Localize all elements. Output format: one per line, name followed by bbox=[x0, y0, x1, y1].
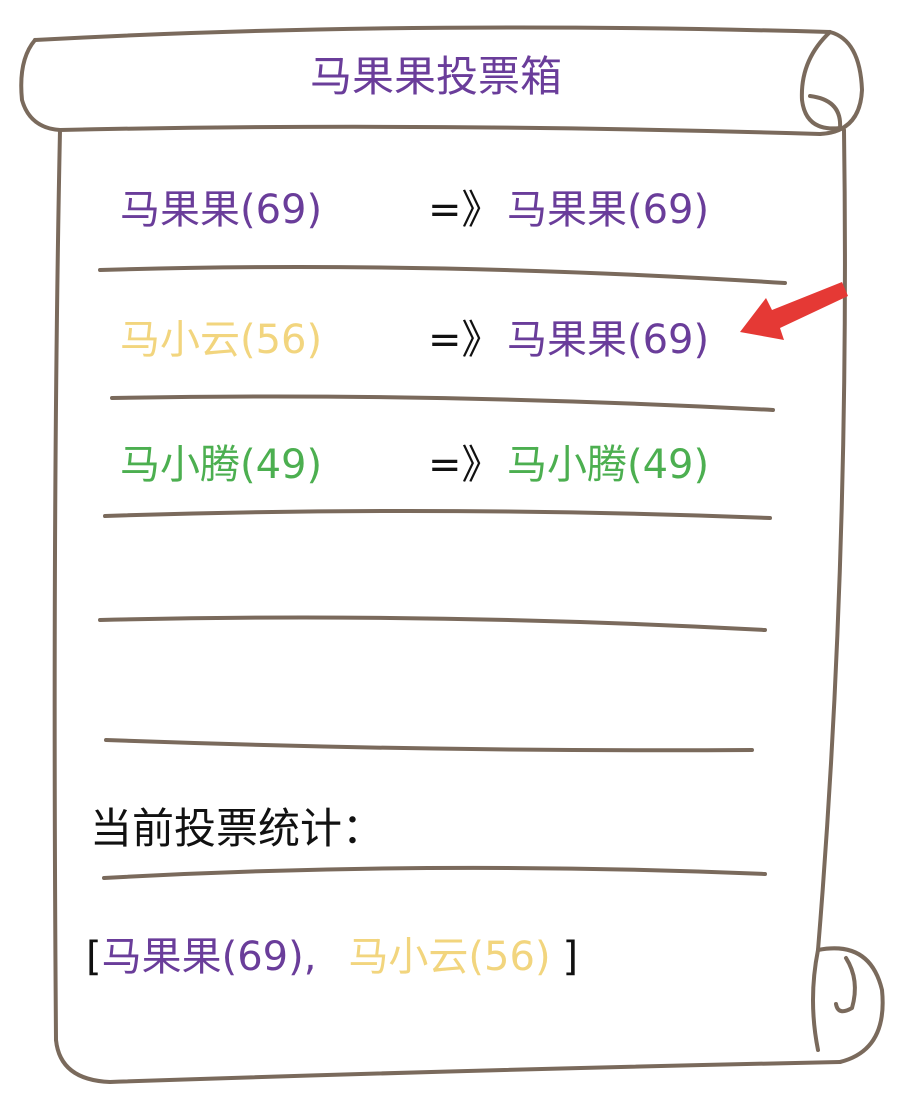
stats-item: 马果果(69) bbox=[101, 934, 304, 980]
stats-result: [马果果(69), 马小云(56)] bbox=[86, 937, 578, 977]
vote-box-title: 马果果投票箱 bbox=[310, 52, 563, 101]
vote-arrow-icon: =》 bbox=[428, 187, 502, 233]
stats-close-bracket: ] bbox=[562, 934, 579, 980]
stats-item: 马小云(56) bbox=[348, 934, 551, 980]
vote-target-name: 马小腾(49) bbox=[507, 442, 710, 488]
vote-arrow-icon: =》 bbox=[428, 442, 502, 488]
vote-arrow-icon: =》 bbox=[428, 317, 502, 363]
stats-separator: , bbox=[303, 934, 317, 980]
stats-label: 当前投票统计： bbox=[90, 804, 385, 853]
vote-target-name: 马果果(69) bbox=[507, 317, 710, 363]
stats-open-bracket: [ bbox=[86, 934, 102, 980]
voter-name: 马小腾(49) bbox=[120, 442, 323, 488]
voter-name: 马小云(56) bbox=[120, 317, 323, 363]
red-arrow-icon bbox=[740, 282, 848, 340]
voter-name: 马果果(69) bbox=[120, 187, 323, 233]
vote-target-name: 马果果(69) bbox=[507, 187, 710, 233]
